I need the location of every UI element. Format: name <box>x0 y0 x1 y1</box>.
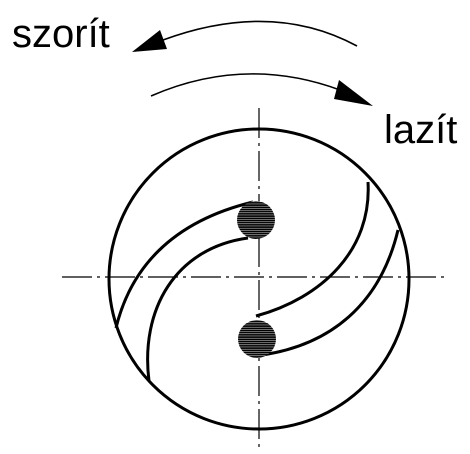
tighten-label: szorít <box>12 12 110 56</box>
right-slot-outer-curve <box>255 181 370 318</box>
loosen-label: lazít <box>384 108 457 152</box>
loosen-arc <box>150 73 341 97</box>
tighten-arrowhead <box>132 30 167 52</box>
tighten-arc <box>162 20 358 47</box>
right-slot-inner-curve <box>261 229 400 357</box>
left-slot-inner-curve <box>146 236 249 382</box>
left-slot-outer-curve <box>114 200 254 329</box>
cam-disc <box>107 127 411 431</box>
lower-pin <box>238 320 276 358</box>
upper-pin <box>237 201 275 239</box>
loosen-arrowhead <box>334 80 373 106</box>
